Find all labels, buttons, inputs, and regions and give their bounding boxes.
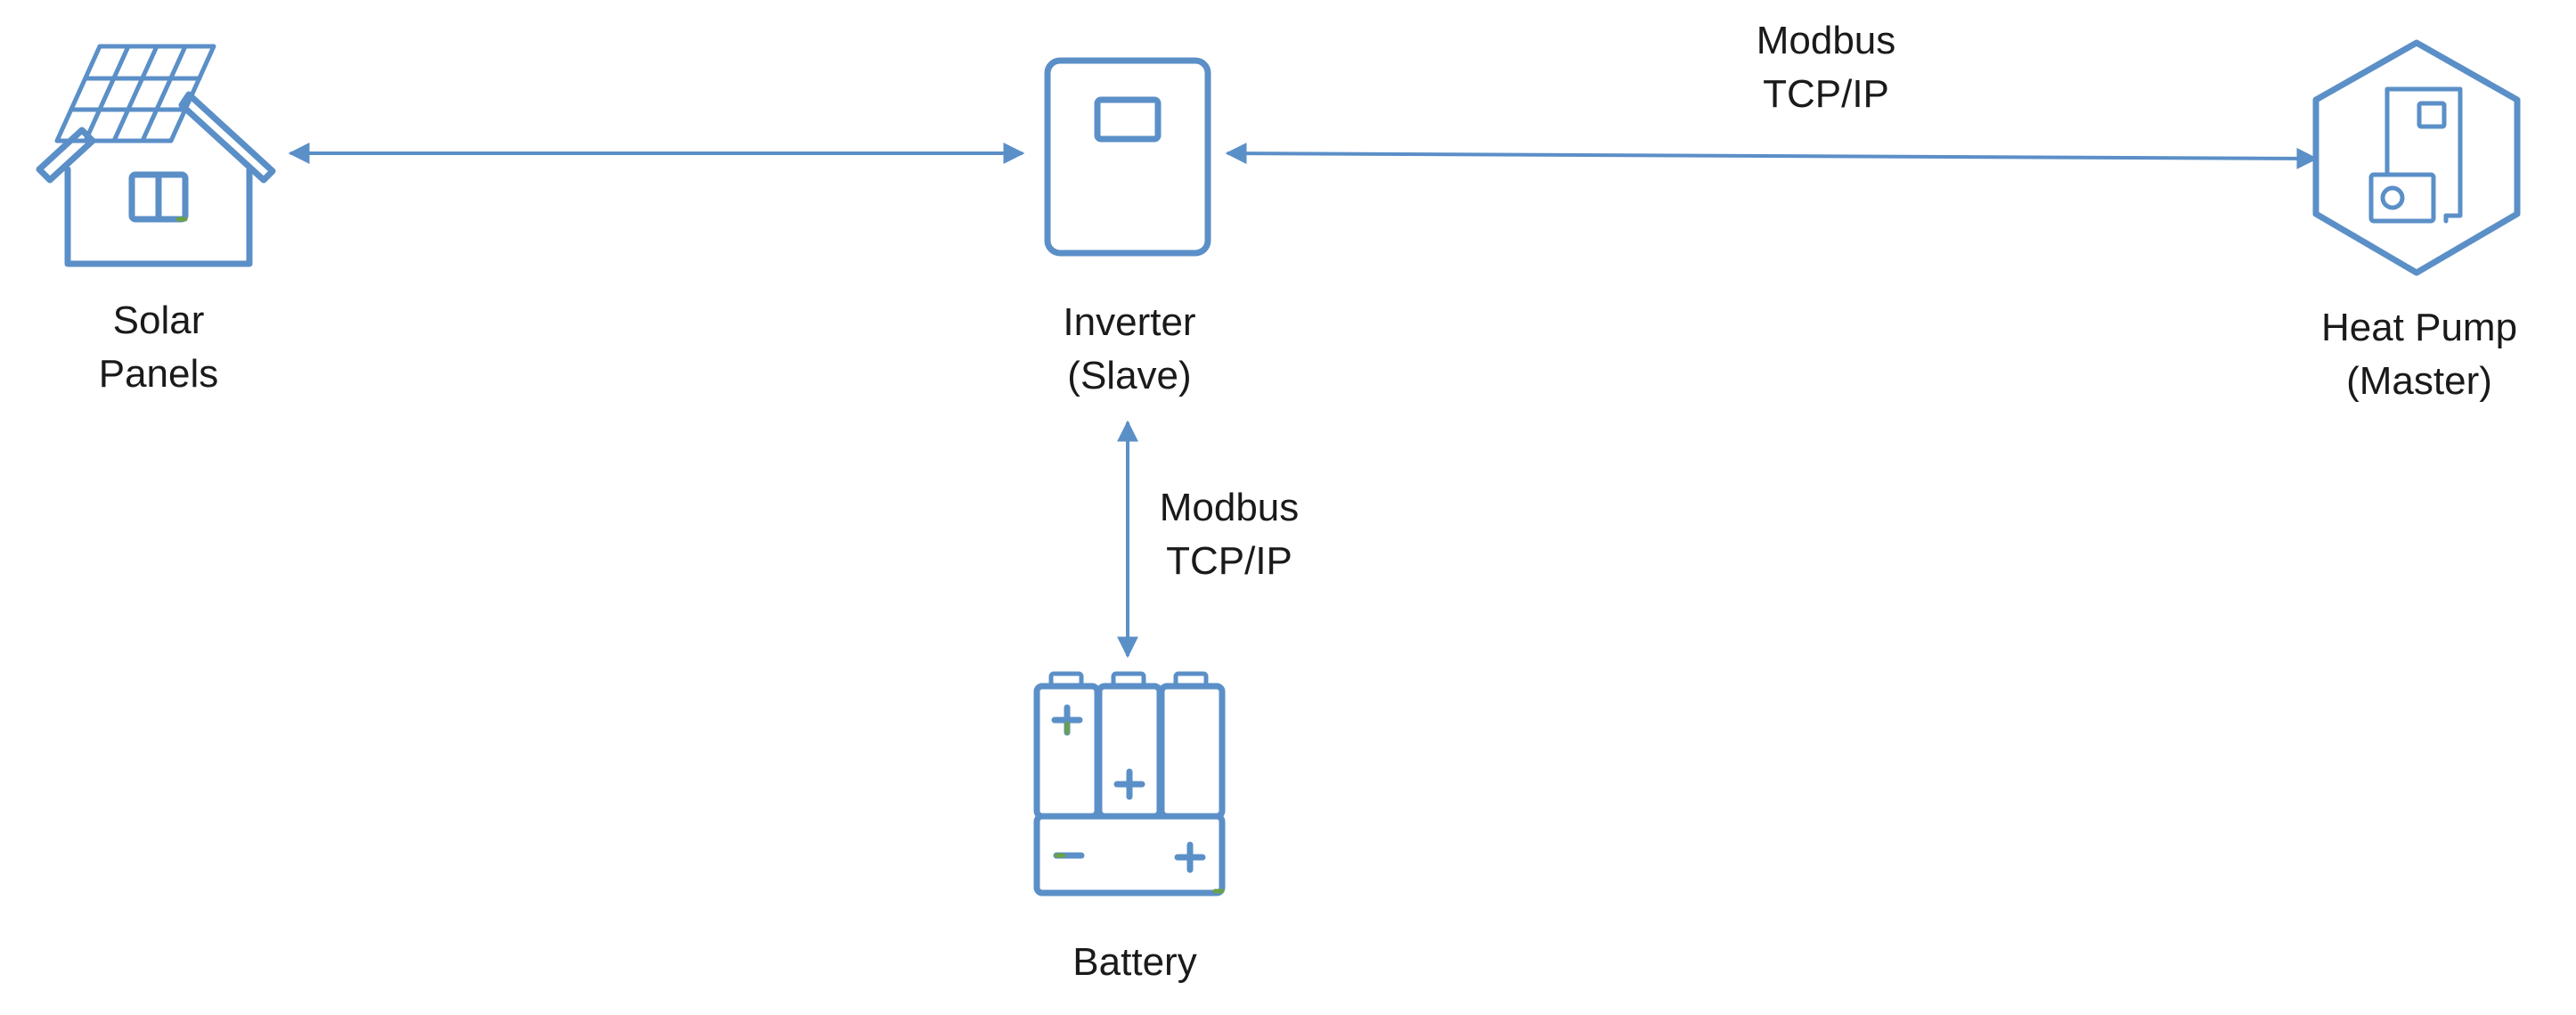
inverter-heatpump-edge-label: Modbus TCP/IP xyxy=(1757,14,1896,121)
solar-label-line1: Solar xyxy=(112,299,205,342)
solar-house-icon xyxy=(36,44,276,267)
battery-icon xyxy=(1033,671,1226,896)
inverter-heatpump-connector xyxy=(1225,143,2319,169)
heat-pump-label-line2: (Master) xyxy=(2346,359,2492,403)
edge-label-line2: TCP/IP xyxy=(1166,539,1292,583)
edge-label-line1: Modbus xyxy=(1756,19,1896,62)
heat-pump-icon xyxy=(2312,39,2521,276)
heat-pump-label: Heat Pump (Master) xyxy=(2321,301,2517,408)
edge-label-line2: TCP/IP xyxy=(1763,72,1889,116)
heat-pump-label-line1: Heat Pump xyxy=(2320,306,2518,349)
inverter-label: Inverter (Slave) xyxy=(1063,296,1195,403)
inverter-label-line1: Inverter xyxy=(1063,300,1196,344)
solar-panels-label: Solar Panels xyxy=(99,294,219,401)
battery-label: Battery xyxy=(1072,936,1196,989)
inverter-icon xyxy=(1044,57,1211,257)
inverter-battery-edge-label: Modbus TCP/IP xyxy=(1160,481,1300,588)
edge-label-line1: Modbus xyxy=(1159,486,1300,529)
solar-label-line2: Panels xyxy=(98,352,219,396)
battery-label-line1: Battery xyxy=(1072,940,1197,984)
inverter-label-line2: (Slave) xyxy=(1067,354,1192,397)
